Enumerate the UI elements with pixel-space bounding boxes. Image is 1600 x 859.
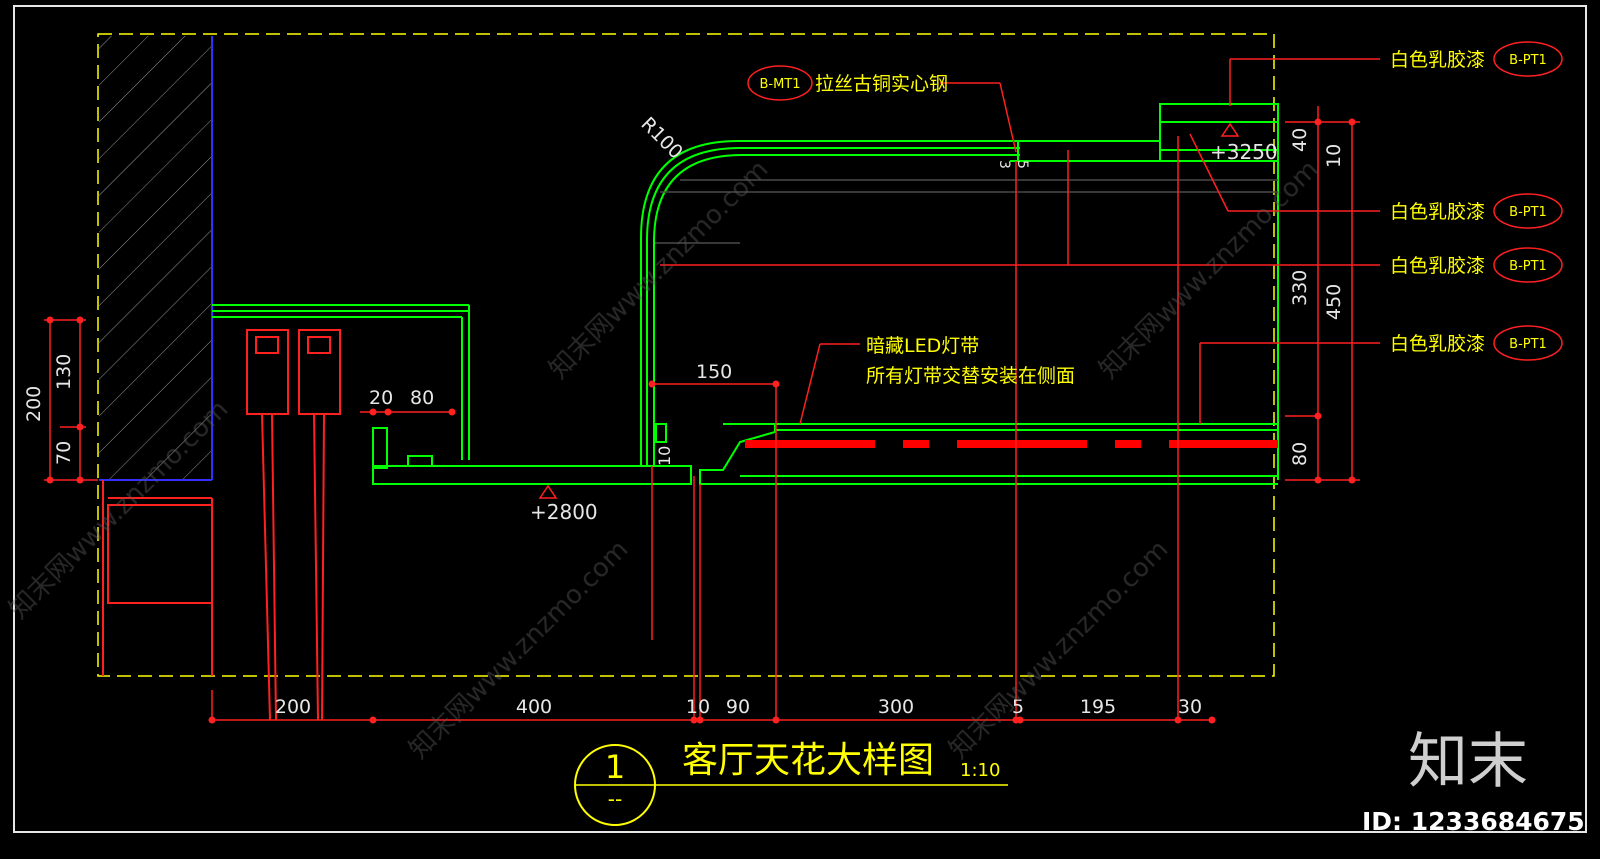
callout-ellipses: [747, 41, 1563, 361]
svg-text:知末网www.znzmo.com: 知末网www.znzmo.com: [1094, 154, 1325, 385]
callout-tag-b-mt1: B-MT1: [759, 77, 800, 92]
callout-tag-pt1-2: B-PT1: [1509, 205, 1547, 220]
title-scale: 1:10: [960, 760, 1000, 781]
callout-tag-pt1-3: B-PT1: [1509, 259, 1547, 274]
callout-tag-pt1-1: B-PT1: [1509, 53, 1547, 68]
dim-bottom-5: 5: [1012, 696, 1024, 718]
ceiling-profile: [212, 103, 1279, 485]
leader-lines: [44, 58, 1380, 721]
dim-bottom-90: 90: [726, 696, 750, 718]
dim-right-450: 450: [1323, 284, 1345, 320]
led-note-line1: 暗藏LED灯带: [866, 335, 979, 357]
watermark-id: ID: 1233684675: [1362, 807, 1585, 836]
svg-text:知末网www.znzmo.com: 知末网www.znzmo.com: [944, 534, 1175, 765]
dim-bottom-10: 10: [686, 696, 710, 718]
callout-text-pt1-4: 白色乳胶漆: [1390, 333, 1485, 355]
callout-text-b-mt1: 拉丝古铜实心钢: [815, 73, 948, 95]
hanger-rods: [246, 329, 341, 721]
callout-text-pt1-1: 白色乳胶漆: [1390, 49, 1485, 71]
dim-right-10: 10: [1323, 144, 1345, 168]
dim-bottom-30: 30: [1178, 696, 1202, 718]
dim-right-330: 330: [1289, 270, 1311, 306]
dim-bottom-200: 200: [275, 696, 311, 718]
dim-10-vertical: 10: [655, 446, 674, 466]
watermark-brand: 知末: [1408, 727, 1528, 797]
wall-cabinet-outline: [102, 480, 213, 676]
level-lower: +2800: [530, 500, 598, 524]
dim-20: 20: [369, 387, 393, 409]
radius-label: R100: [636, 113, 687, 164]
level-markers: [538, 122, 1240, 499]
dim-80: 80: [410, 387, 434, 409]
dim-150: 150: [696, 361, 732, 383]
title-block: 1 -- 客厅天花大样图 1:10: [574, 740, 1008, 826]
detail-border: [97, 33, 1275, 677]
dimension-dots: [46, 118, 1356, 724]
led-note-line2: 所有灯带交替安装在侧面: [866, 365, 1075, 387]
level-upper: +3250: [1210, 140, 1278, 164]
title-sub: --: [608, 787, 622, 811]
dim-left-200: 200: [23, 386, 45, 422]
svg-text:知末网www.znzmo.com: 知末网www.znzmo.com: [404, 534, 635, 765]
dim-right-40: 40: [1289, 128, 1311, 152]
svg-text:知末网www.znzmo.com: 知末网www.znzmo.com: [544, 154, 775, 385]
callout-text-pt1-3: 白色乳胶漆: [1390, 255, 1485, 277]
callout-text-pt1-2: 白色乳胶漆: [1390, 201, 1485, 223]
dim-5: 5: [1014, 160, 1030, 169]
dim-bottom-400: 400: [516, 696, 552, 718]
dim-left-130: 130: [53, 354, 75, 390]
dim-bottom-195: 195: [1080, 696, 1116, 718]
concrete-wall: [99, 36, 213, 481]
outer-frame: [13, 5, 1587, 833]
title-text: 客厅天花大样图: [682, 740, 934, 781]
title-number: 1: [605, 748, 625, 786]
dim-left-70: 70: [53, 441, 75, 465]
dim-3: 3: [996, 160, 1012, 169]
callout-tag-pt1-4: B-PT1: [1509, 337, 1547, 352]
dim-right-80: 80: [1289, 442, 1311, 466]
dim-bottom-300: 300: [878, 696, 914, 718]
